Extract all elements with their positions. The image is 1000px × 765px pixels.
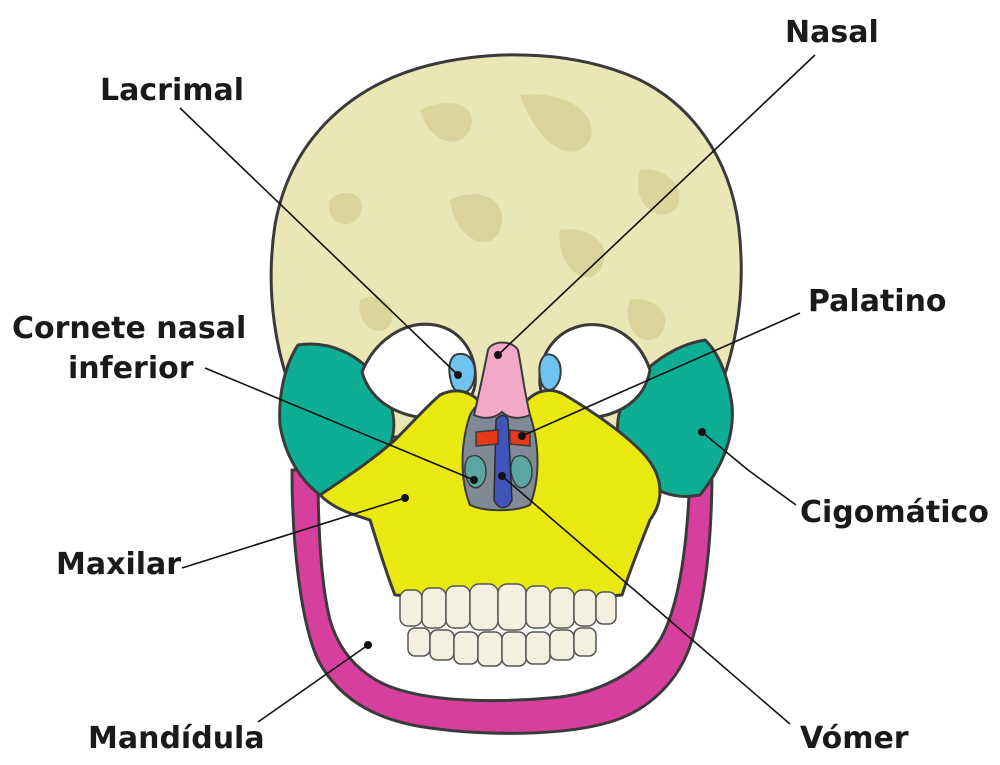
leader-cigomatico-dot [698, 428, 706, 436]
label-lacrimal: Lacrimal [100, 73, 244, 108]
palatine-bone-left [475, 429, 499, 447]
leader-cornete-dot [470, 476, 478, 484]
nasal-bone [472, 341, 532, 419]
label-cornete-line1: Cornete nasal [12, 311, 246, 346]
label-maxilar: Maxilar [56, 547, 181, 582]
label-cornete-line2: inferior [68, 351, 194, 386]
leader-maxilar [181, 497, 406, 569]
leader-vomer-dot [498, 472, 506, 480]
cranium-texture [329, 94, 680, 341]
label-vomer: Vómer [800, 721, 909, 756]
leader-mandidula-dot [364, 641, 372, 649]
label-nasal: Nasal [785, 15, 879, 50]
leader-maxilar-dot [401, 494, 409, 502]
leader-nasal [497, 54, 816, 356]
leader-vomer [501, 475, 791, 725]
leader-cornete [204, 367, 475, 481]
leader-nasal-dot [494, 351, 502, 359]
inferior-nasal-concha-right [510, 454, 533, 489]
leader-palatino [521, 312, 801, 437]
leader-cigomatico [701, 431, 797, 506]
lacrimal-bone-left [448, 352, 476, 395]
teeth [399, 583, 617, 667]
leader-lines [179, 54, 816, 725]
label-palatino: Palatino [808, 284, 947, 319]
label-cigomatico: Cigomático [800, 495, 989, 530]
leader-palatino-dot [518, 432, 526, 440]
lacrimal-bone-right [538, 353, 562, 391]
leader-mandidula [257, 644, 369, 723]
label-mandidula: Mandídula [88, 721, 265, 756]
leader-lacrimal [179, 107, 459, 376]
leader-lacrimal-dot [454, 371, 462, 379]
